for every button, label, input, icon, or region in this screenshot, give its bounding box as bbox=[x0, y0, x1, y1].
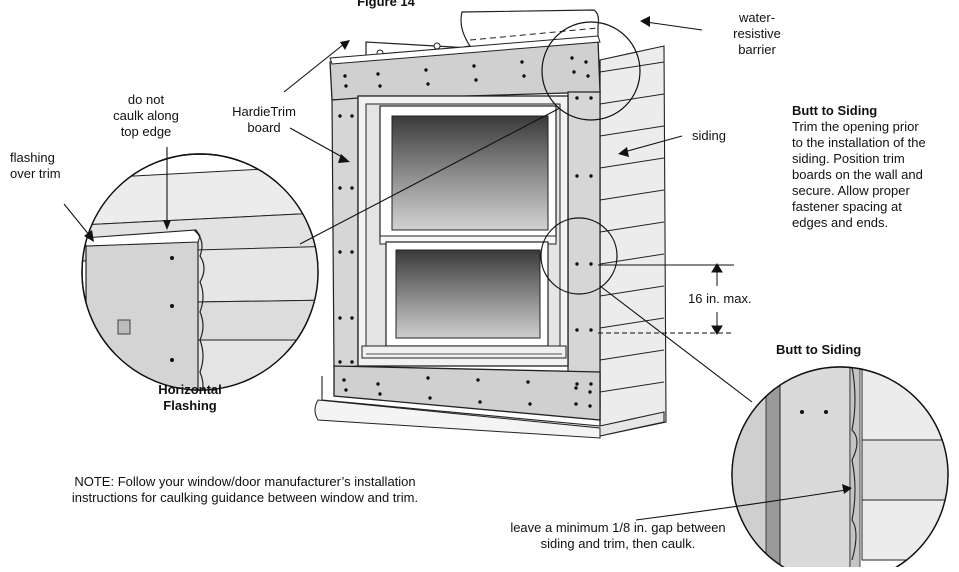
butt-to-siding-detail bbox=[731, 366, 949, 572]
do-not-caulk-label: do not caulk along top edge bbox=[113, 92, 179, 139]
sidebar-body: Trim the opening prior to the installati… bbox=[792, 119, 926, 230]
horizontal-flashing-label: Horizontal Flashing bbox=[158, 382, 222, 413]
hardietrim-board-label: HardieTrim board bbox=[232, 104, 296, 135]
manufacturer-note: NOTE: Follow your window/door manufactur… bbox=[71, 474, 419, 505]
water-resistive-barrier-label: water- resistive barrier bbox=[733, 10, 781, 57]
lower-wall bbox=[314, 376, 665, 439]
callout-circles bbox=[540, 21, 641, 295]
siding-panels bbox=[599, 45, 667, 437]
figure-title: Figure 14 bbox=[357, 0, 415, 9]
leader-lines bbox=[63, 16, 852, 521]
dimension-label: 16 in. max. bbox=[688, 291, 752, 306]
gap-note-label: leave a minimum 1/8 in. gap between sidi… bbox=[510, 520, 726, 551]
siding-label: siding bbox=[692, 128, 726, 143]
window-unit bbox=[357, 95, 569, 367]
horizontal-flashing-detail bbox=[81, 153, 319, 391]
dimension-16in bbox=[598, 263, 734, 335]
hardietrim-frame bbox=[329, 35, 601, 421]
flashing-over-trim-label: flashing over trim bbox=[10, 150, 61, 181]
sidebar-heading: Butt to Siding bbox=[792, 103, 878, 118]
butt-to-siding-detail-label: Butt to Siding bbox=[776, 342, 862, 357]
